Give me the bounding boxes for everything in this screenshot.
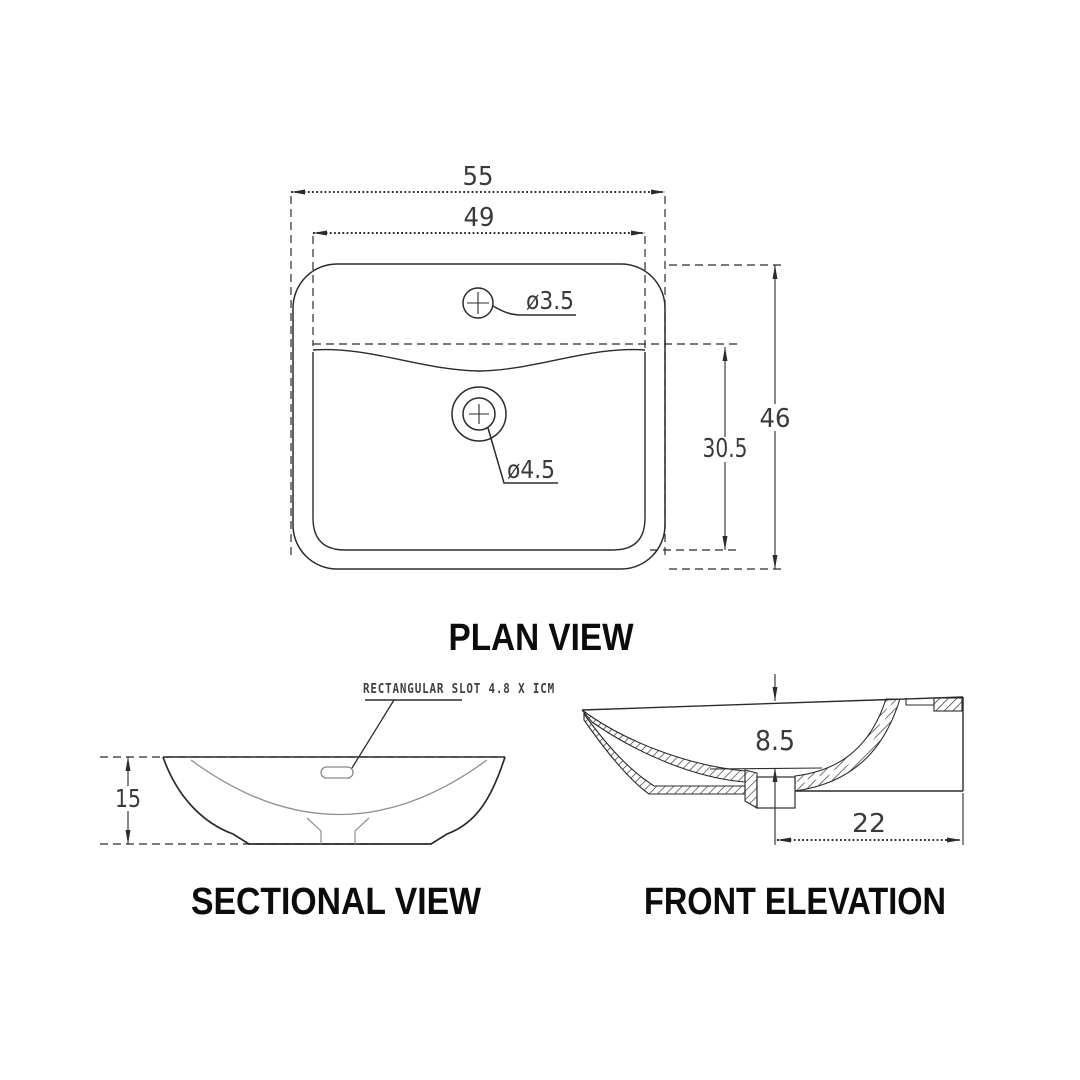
rim-notch-line <box>905 698 934 706</box>
front-elevation: 8.5 22 FRONT ELEVATION <box>581 674 964 923</box>
bowl-outer-profile <box>162 756 506 845</box>
dim-section-height: 15 <box>115 757 141 844</box>
waste-hole-outer-circle <box>451 386 507 442</box>
front-elevation-title: FRONT ELEVATION <box>644 881 946 923</box>
bowl-inner-curve <box>190 759 488 815</box>
tap-hole-label: ø3.5 <box>526 286 574 315</box>
leader-line <box>487 427 558 484</box>
overflow-slot <box>320 766 354 779</box>
dim-bowl-depth-label: 8.5 <box>755 724 795 757</box>
sink-outer-outline <box>292 263 666 570</box>
slot-note: RECTANGULAR SLOT 4.8 X ICM <box>351 682 555 769</box>
dim-section-height-label: 15 <box>115 784 141 813</box>
slot-note-label: RECTANGULAR SLOT 4.8 X ICM <box>363 682 555 697</box>
waste-outlet-profile <box>306 817 370 844</box>
right-bowl-wall-section <box>794 698 901 792</box>
bowl-bottom-line <box>709 767 823 770</box>
dim-basin-width: 49 <box>313 203 645 236</box>
waste-hole-label: ø4.5 <box>507 455 555 484</box>
waste-left-wall-section <box>744 769 758 809</box>
dim-basin-depth-label: 30.5 <box>703 434 748 464</box>
waste-hole-inner-circle <box>462 397 496 431</box>
leader-line <box>351 699 395 769</box>
leader-line <box>492 305 576 316</box>
tap-hole: ø3.5 <box>462 286 576 319</box>
right-wall-divider <box>795 700 893 785</box>
waste-cavity-outline <box>756 776 796 809</box>
dim-bowl-depth: 8.5 <box>755 674 795 815</box>
sectional-view-title: SECTIONAL VIEW <box>191 881 481 923</box>
waste-hole: ø4.5 <box>451 386 558 484</box>
dim-basin-width-label: 49 <box>464 203 495 233</box>
dim-overall-depth: 46 <box>760 265 791 569</box>
rim-section-piece <box>933 697 963 712</box>
plan-view: ø3.5 ø4.5 55 49 46 <box>290 162 791 659</box>
dim-overall-width-label: 55 <box>463 162 494 192</box>
plan-view-title: PLAN VIEW <box>449 617 634 659</box>
dim-overall-depth-label: 46 <box>760 404 791 434</box>
dim-overall-width: 55 <box>291 162 665 195</box>
dim-base-width-label: 22 <box>852 809 886 839</box>
dim-base-width: 22 <box>774 793 964 845</box>
sectional-view: 15 RECTANGULAR SLOT 4.8 X ICM SECTIONAL … <box>100 682 555 923</box>
basin-back-edge-curve <box>312 348 646 372</box>
dim-basin-depth: 30.5 <box>703 347 748 550</box>
tap-hole-circle <box>462 287 494 319</box>
basin-outline <box>312 352 646 551</box>
